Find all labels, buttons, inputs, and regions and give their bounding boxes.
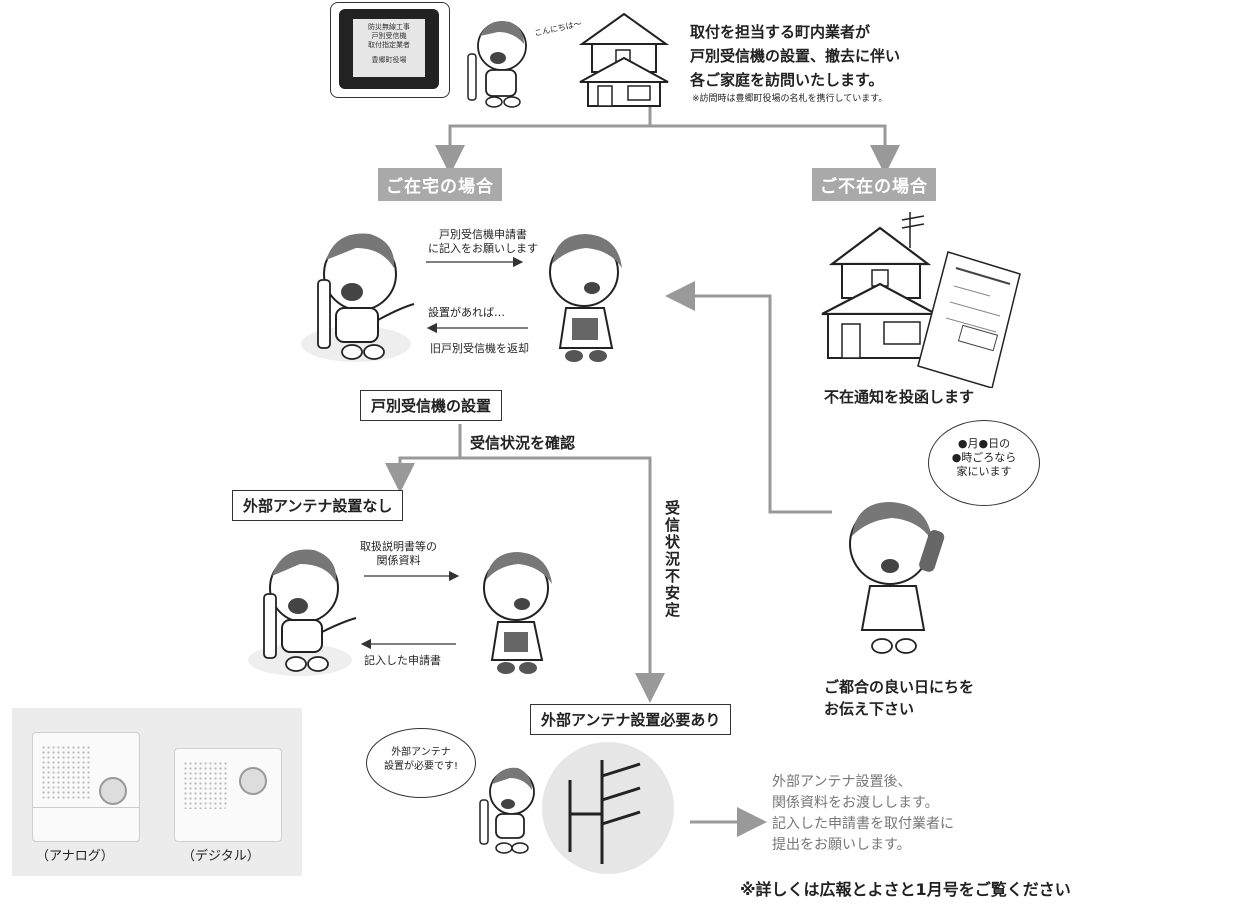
- resident-illustration-home: [549, 234, 622, 362]
- worker-illustration-home: [301, 233, 415, 362]
- nameplate-line2: 戸別受信機: [371, 32, 407, 40]
- antenna-icon: [542, 742, 674, 874]
- contact-text: ご都合の良い日にちを お伝え下さい: [824, 678, 975, 718]
- nameplate-photo: 防災無線工事 戸別受信機 取付指定業者 豊郷町役場: [330, 2, 450, 98]
- install-box: 戸別受信機の設置: [360, 390, 503, 421]
- unstable-text: 受信状況不安定: [663, 500, 681, 619]
- split-line-right: [650, 124, 900, 175]
- worker-speech-bubble: 外部アンテナ 設置が必要です!: [366, 728, 476, 798]
- worker-illustration: [467, 21, 527, 108]
- digital-label: （デジタル）: [182, 849, 260, 864]
- request-text: 戸別受信機申請書 に記入をお願いします: [428, 228, 538, 255]
- nameplate-card: 防災無線工事 戸別受信機 取付指定業者 豊郷町役場: [353, 19, 425, 77]
- footer-text: ※詳しくは広報とよさと1月号をご覧ください: [740, 880, 1071, 899]
- house-icon: [578, 12, 670, 107]
- return-old-text: 旧戸別受信機を返却: [430, 342, 529, 355]
- resident-phone-illustration: [849, 502, 945, 654]
- docs-text: 取扱説明書等の 関係資料: [360, 540, 437, 567]
- intro-line2: 戸別受信機の設置、撤去に伴い: [690, 47, 901, 65]
- check-text: 受信状況を確認: [470, 434, 576, 452]
- nameplate-line4: 豊郷町役場: [371, 56, 407, 64]
- no-antenna-box: 外部アンテナ設置なし: [232, 490, 404, 521]
- away-header: ご不在の場合: [812, 168, 936, 201]
- split-line: [435, 106, 652, 175]
- intro-line3: 各ご家庭を訪問いたします。: [690, 71, 884, 89]
- install-down: [385, 424, 462, 493]
- notice-text: 不在通知を投函します: [824, 388, 975, 406]
- submit-text: 記入した申請書: [364, 654, 441, 667]
- intro-note: ※訪問時は豊郷町役場の名札を携行しています。: [692, 94, 888, 104]
- if-installed-text: 設置があれば…: [428, 306, 505, 319]
- worker-illustration-antenna: [479, 767, 535, 854]
- nameplate-line3: 取付指定業者: [368, 41, 410, 49]
- after-antenna-text: 外部アンテナ設置後、 関係資料をお渡しします。 記入した申請書を取付業者に 提出…: [772, 774, 954, 853]
- unstable-line: [460, 456, 665, 703]
- digital-receiver-image: [174, 748, 282, 842]
- analog-receiver-image: [32, 732, 140, 842]
- intro-line1: 取付を担当する町内業者が: [690, 23, 871, 41]
- home-header: ご在宅の場合: [378, 168, 502, 201]
- worker-illustration-no-antenna: [248, 549, 357, 676]
- return-arrow: [665, 281, 832, 514]
- device-photo: （アナログ） （デジタル）: [12, 708, 302, 876]
- analog-label: （アナログ）: [36, 849, 114, 864]
- nameplate-line1: 防災無線工事: [368, 23, 410, 31]
- antenna-needed-box: 外部アンテナ設置必要あり: [530, 704, 732, 735]
- resident-speech-bubble: ●月●日の ●時ごろなら 家にいます: [928, 420, 1040, 506]
- house-with-notice-illustration: [821, 212, 1021, 388]
- intro-text: 取付を担当する町内業者が 戸別受信機の設置、撤去に伴い 各ご家庭を訪問いたします…: [690, 20, 900, 106]
- resident-illustration-no-antenna: [483, 552, 552, 674]
